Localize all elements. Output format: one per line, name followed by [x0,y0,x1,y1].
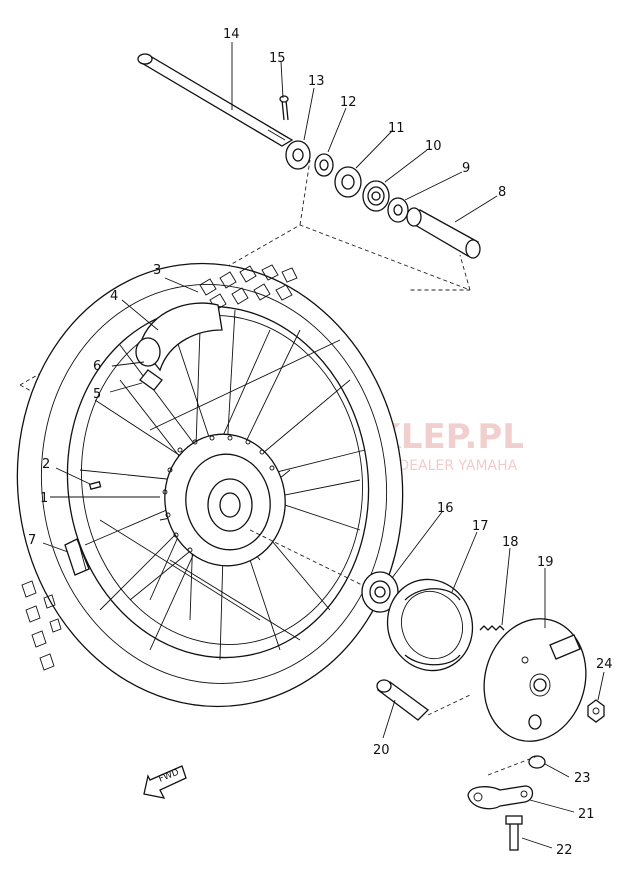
callout-5: 5 [93,387,101,402]
callout-12: 12 [340,95,357,110]
callout-22: 22 [556,843,573,858]
brake-spring [479,625,505,631]
callout-21: 21 [578,807,595,822]
callout-3: 3 [153,263,161,278]
callout-15: 15 [269,51,286,66]
valve [139,369,163,391]
callout-18: 18 [502,535,519,550]
callout-20: 20 [373,743,390,758]
callout-24: 24 [596,657,613,672]
leader-lines [42,42,605,849]
tire-tube [135,302,223,372]
callout-16: 16 [437,501,454,516]
axle [137,53,294,147]
fwd-arrow: FWD [143,765,187,799]
callout-8: 8 [498,185,506,200]
axle-nut [285,140,311,170]
spacer-tube [406,207,481,259]
panel-nut [587,699,605,723]
camshaft [376,679,429,721]
washer [528,755,546,769]
rim-lock [64,538,90,576]
bearing-1 [362,180,390,212]
callout-11: 11 [388,121,405,136]
cotter-pin [279,95,289,121]
callouts: 14 15 13 12 11 10 9 8 3 4 6 5 2 1 7 16 1… [28,27,613,858]
callout-7: 7 [28,533,36,548]
callout-4: 4 [110,289,118,304]
callout-10: 10 [425,139,442,154]
collar [314,153,334,177]
spoke-nipple [88,480,102,490]
brake-panel [483,618,587,742]
callout-23: 23 [574,771,591,786]
cam-lever [467,785,534,810]
lever-bolt [505,815,523,851]
callout-9: 9 [462,161,470,176]
oil-seal-1 [334,166,362,198]
callout-13: 13 [308,74,325,89]
callout-19: 19 [537,555,554,570]
axis-line-2 [427,694,471,716]
bearing-2 [361,571,399,613]
spacer-ring [387,197,409,223]
callout-2: 2 [42,457,50,472]
callout-1: 1 [40,491,48,506]
axis-line-3 [487,754,541,776]
hub [162,433,286,567]
callout-14: 14 [223,27,240,42]
callout-6: 6 [93,359,101,374]
brake-shoes [386,578,474,672]
callout-17: 17 [472,519,489,534]
